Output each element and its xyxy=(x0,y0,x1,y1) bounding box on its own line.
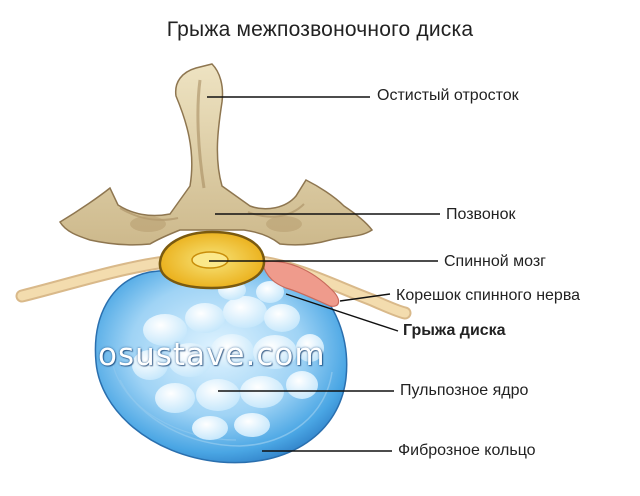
label-spinous-process: Остистый отросток xyxy=(377,87,519,104)
leader-lines xyxy=(207,96,440,452)
leader-nerve-root xyxy=(339,293,391,302)
nerve-root-left xyxy=(15,255,172,303)
label-spinal-cord: Спинной мозг xyxy=(444,253,546,270)
leader-disc-herniation xyxy=(285,293,399,332)
spinal-cord xyxy=(158,230,266,290)
label-annulus-fibrosus: Фиброзное кольцо xyxy=(398,442,536,459)
label-nucleus-pulposus: Пульпозное ядро xyxy=(400,382,529,399)
label-nerve-root: Корешок спинного нерва xyxy=(396,287,581,304)
disc-herniation xyxy=(261,260,340,307)
intervertebral-disc xyxy=(94,266,348,464)
vertebra xyxy=(58,63,374,246)
nucleus-pulposus xyxy=(132,280,324,440)
label-vertebra: Позвонок xyxy=(446,206,516,223)
label-disc-herniation: Грыжа диска xyxy=(403,322,506,339)
watermark: osustave.com xyxy=(98,337,326,373)
diagram-title: Грыжа межпозвоночного диска xyxy=(166,18,474,41)
